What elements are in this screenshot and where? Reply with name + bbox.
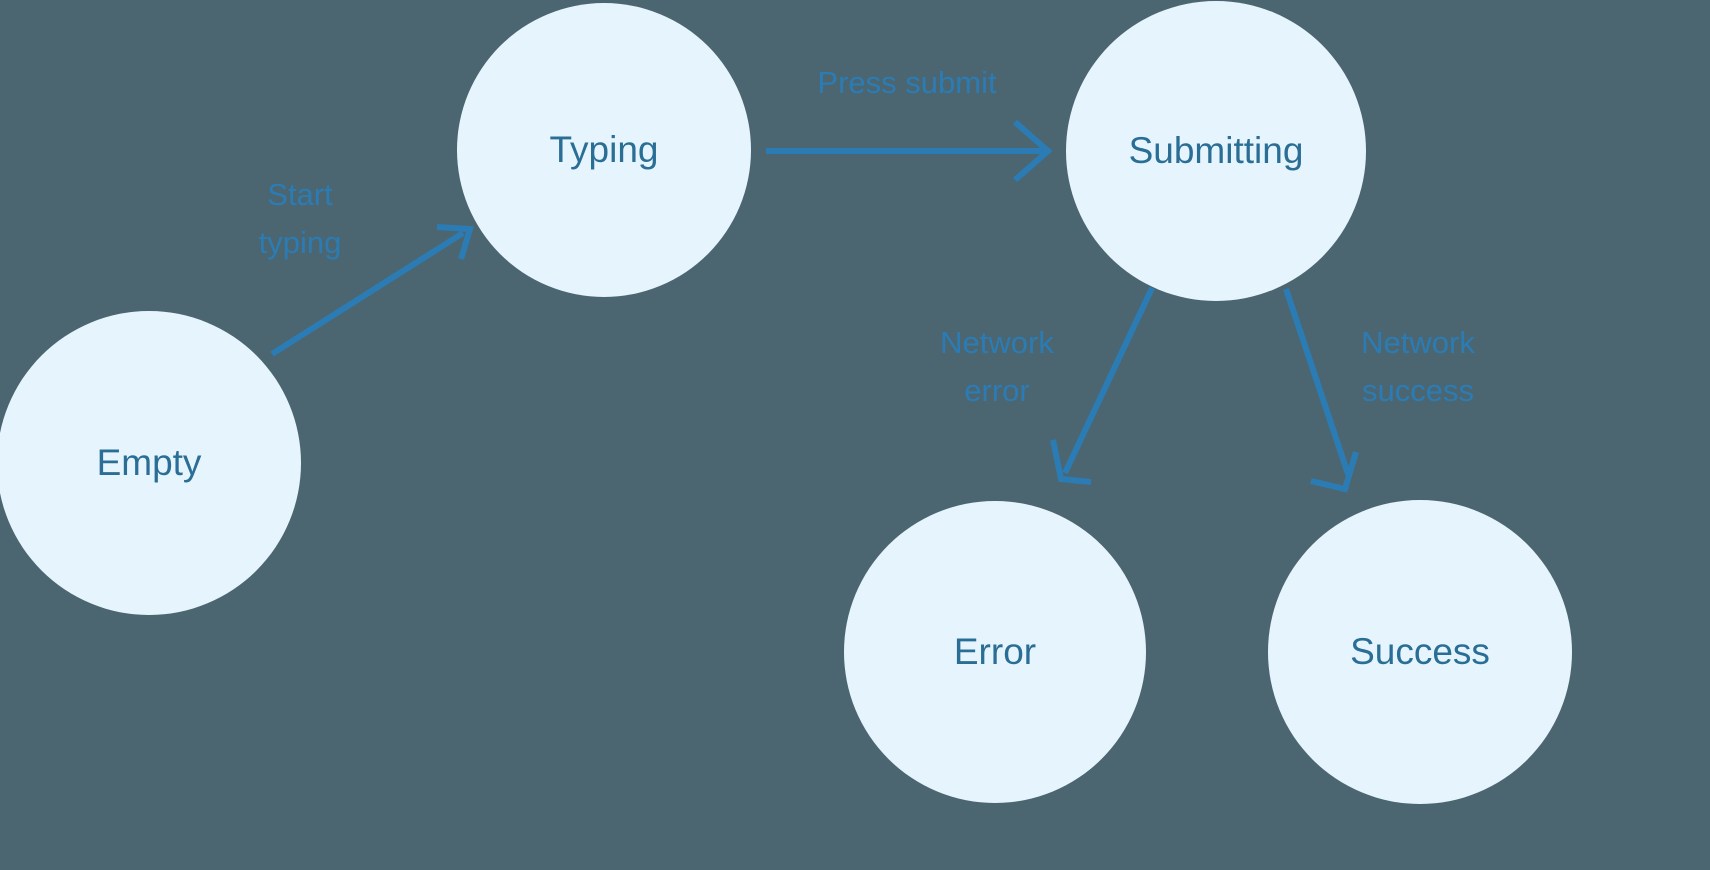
arrowhead-typing-to-submitting [1013,119,1053,183]
edge-label-line-1: Network [940,325,1054,360]
state-node-submitting[interactable]: Submitting [1066,1,1366,301]
edge-label-empty-to-typing: Start typing [259,177,342,260]
state-label-success: Success [1350,631,1490,672]
edge-submitting-to-error [1050,286,1155,485]
edge-label-line-2: success [1362,373,1474,408]
edge-line-submitting-to-error [1062,286,1155,475]
edge-empty-to-typing [270,224,474,357]
state-node-success[interactable]: Success [1268,500,1572,804]
state-circle-success[interactable] [1268,500,1572,804]
edge-typing-to-submitting [766,119,1053,183]
edge-label-line-2: error [964,373,1029,408]
state-label-empty: Empty [97,442,202,483]
state-circle-empty[interactable] [0,311,301,615]
state-circle-submitting[interactable] [1066,1,1366,301]
edge-label-submitting-to-success: Network success [1361,325,1475,408]
edge-label-submitting-to-error: Network error [940,325,1054,408]
edge-line-empty-to-typing [270,230,465,357]
arrowhead-submitting-to-success [1310,451,1359,493]
state-label-error: Error [954,631,1036,672]
edge-label-typing-to-submitting: Press submit [817,65,997,100]
edge-label-line-1: Start [267,177,333,212]
arrowhead-empty-to-typing [436,224,474,260]
state-circle-typing[interactable] [457,3,751,297]
edge-submitting-to-success [1283,288,1359,493]
state-node-error[interactable]: Error [844,501,1146,803]
state-circle-error[interactable] [844,501,1146,803]
edge-line-submitting-to-success [1283,288,1351,475]
arrowhead-submitting-to-error [1050,439,1092,485]
state-node-empty[interactable]: Empty [0,311,301,615]
state-label-typing: Typing [549,129,658,170]
edge-label-line-2: typing [259,225,342,260]
state-node-typing[interactable]: Typing [457,3,751,297]
state-label-submitting: Submitting [1129,130,1304,171]
edge-label-line-1: Network [1361,325,1475,360]
edge-label-line-1: Press submit [817,65,997,100]
